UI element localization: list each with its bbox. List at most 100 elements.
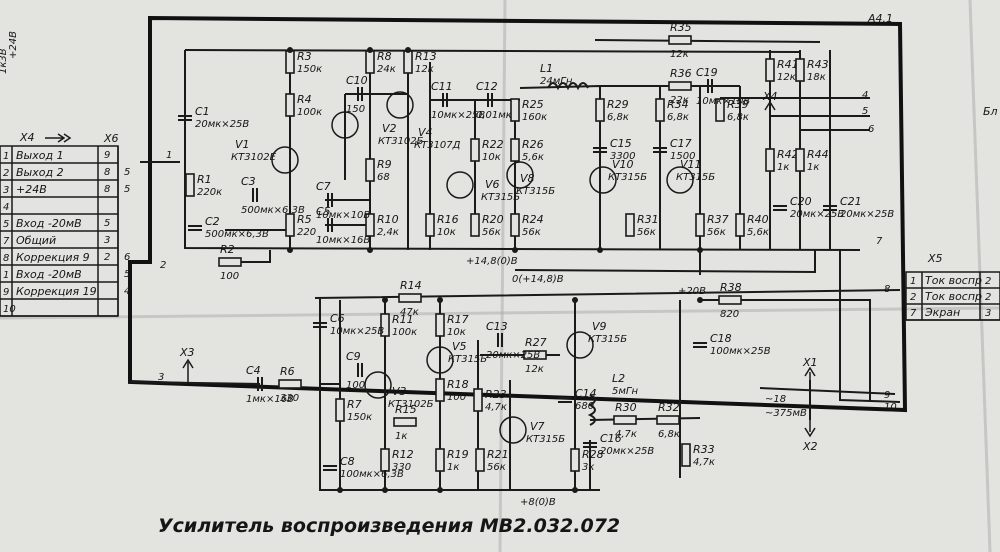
test-point-x4[interactable]: X4: [762, 90, 778, 116]
net-number: 2: [160, 260, 166, 271]
resistor-symbol: [425, 213, 435, 237]
connector-row-pin: 3: [985, 308, 991, 319]
component-value: 12к: [777, 72, 796, 83]
component-value: 6,8к: [667, 112, 689, 123]
connector-row-pin: 5: [124, 269, 130, 280]
connector-row-number: 9: [3, 287, 9, 298]
test-point-x3[interactable]: X3: [179, 346, 195, 382]
component-ref: R15: [395, 403, 417, 416]
connector-header-right: Х6: [103, 132, 119, 145]
capacitor-symbol: [583, 442, 597, 448]
component-value: 330: [392, 462, 411, 473]
component-value: 10мк×16В: [316, 235, 370, 246]
connector-header-left: Х4: [19, 131, 35, 144]
test-point-x2[interactable]: X2: [802, 420, 818, 453]
component-value: 12к: [525, 364, 544, 375]
test-point-x1[interactable]: X1: [802, 356, 818, 380]
component-value: 100: [447, 392, 466, 403]
component-value: 18к: [807, 72, 826, 83]
connector-row-label: Коррекция 19: [16, 285, 97, 298]
component-value: 56к: [487, 462, 506, 473]
component-ref: C19: [696, 66, 718, 79]
